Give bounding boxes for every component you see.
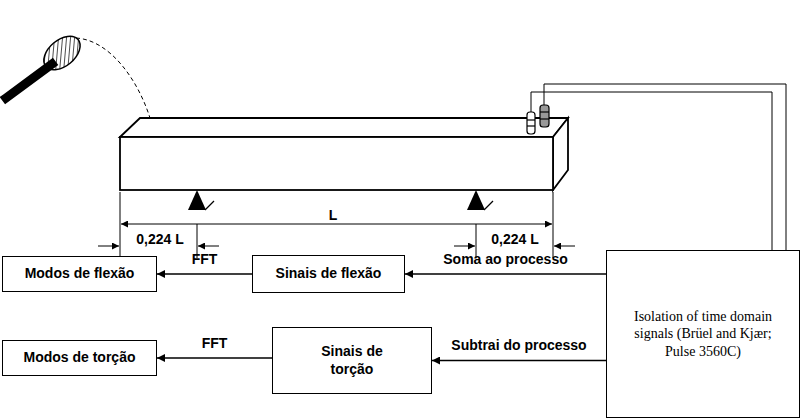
dimension-lines bbox=[98, 192, 575, 258]
analyzer-box: Isolation of time domain signals (Brüel … bbox=[606, 250, 800, 418]
process-box: Sinais de flexão bbox=[252, 255, 405, 293]
box-text: Sinais de flexão bbox=[276, 265, 382, 283]
process-box: Sinais de torção bbox=[272, 327, 432, 394]
edge-label: FFT bbox=[192, 251, 218, 269]
result-box: Modos de torção bbox=[2, 340, 157, 376]
dimension-label: L bbox=[329, 207, 338, 225]
signal-arrow bbox=[157, 357, 272, 358]
dimension-label: 0,224 L bbox=[136, 231, 183, 249]
accelerometer bbox=[527, 105, 549, 134]
support bbox=[188, 190, 493, 210]
beam bbox=[120, 118, 568, 190]
impact-hammer bbox=[6, 30, 150, 118]
signal-arrow bbox=[432, 360, 606, 361]
signal-arrow bbox=[157, 273, 252, 274]
box-text: Modos de flexão bbox=[25, 265, 135, 283]
box-text: Sinais de torção bbox=[307, 343, 397, 378]
sensor-cable bbox=[531, 84, 786, 250]
signal-arrow bbox=[405, 273, 606, 274]
result-box: Modos de flexão bbox=[2, 256, 157, 292]
edge-label: Soma ao processo bbox=[443, 251, 568, 269]
edge-label: FFT bbox=[202, 335, 228, 353]
edge-label: Subtrai do processo bbox=[451, 337, 586, 355]
box-text: Modos de torção bbox=[23, 349, 135, 367]
dimension-label: 0,224 L bbox=[491, 231, 538, 249]
box-text: Isolation of time domain signals (Brüel … bbox=[618, 308, 788, 361]
